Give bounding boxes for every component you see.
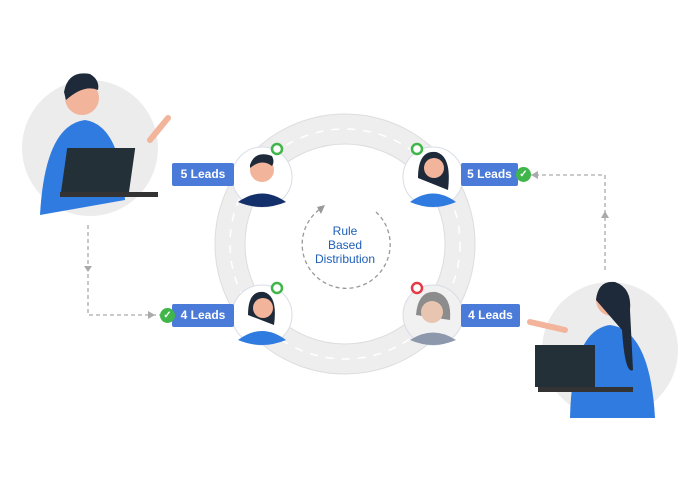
lead-source-person-right-illustration <box>527 281 678 418</box>
check-icon: ✓ <box>516 167 531 182</box>
agent-avatar-top-right[interactable] <box>402 142 464 208</box>
flow-arrow-right <box>530 174 606 270</box>
agent-avatar-bottom-right[interactable] <box>402 281 464 346</box>
agent-avatar-bottom-left[interactable] <box>231 281 293 346</box>
center-label-line: Distribution <box>314 252 376 266</box>
cycle-arrow-icon <box>301 208 391 289</box>
lead-source-person-left-illustration <box>22 73 171 216</box>
center-label-line: Rule <box>332 224 358 238</box>
leads-badge-bottom-right: 4 Leads <box>461 304 520 327</box>
agent-avatar-top-left[interactable] <box>231 142 293 208</box>
status-available-icon <box>410 142 424 156</box>
check-icon: ✓ <box>160 308 175 323</box>
status-available-icon <box>270 281 284 295</box>
leads-badge-top-right: 5 Leads <box>461 163 518 186</box>
status-unavailable-icon <box>410 281 424 295</box>
flow-arrow-left <box>87 225 160 316</box>
leads-badge-bottom-left: 4 Leads <box>172 304 234 327</box>
rule-based-distribution-label: Rule Based Distribution <box>300 224 390 266</box>
status-available-icon <box>270 142 284 156</box>
leads-badge-top-left: 5 Leads <box>172 163 234 186</box>
center-label-line: Based <box>327 238 363 252</box>
